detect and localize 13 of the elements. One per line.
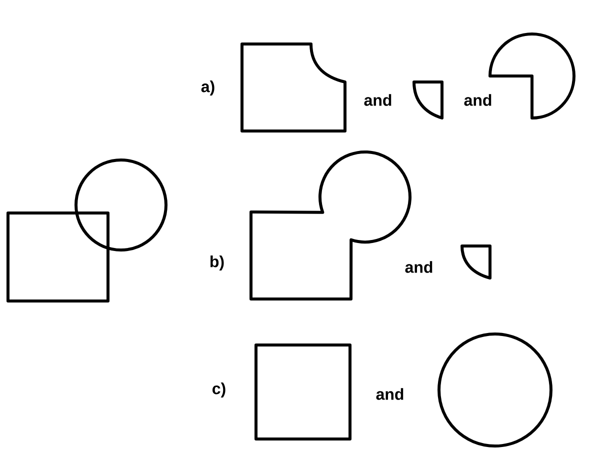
quarter-circle-piece (460, 244, 492, 280)
square (254, 344, 352, 440)
word-label: and (364, 94, 392, 106)
panel-label: a) (201, 80, 214, 96)
quarter-circle-piece (412, 80, 444, 120)
circle (74, 158, 168, 252)
panel-label: c) (212, 382, 226, 398)
circle (438, 332, 552, 448)
square (6, 212, 110, 302)
word-label: and (405, 261, 432, 273)
word-label: and (464, 94, 492, 106)
panel-label: b) (210, 256, 224, 270)
word-label: and (376, 388, 404, 400)
